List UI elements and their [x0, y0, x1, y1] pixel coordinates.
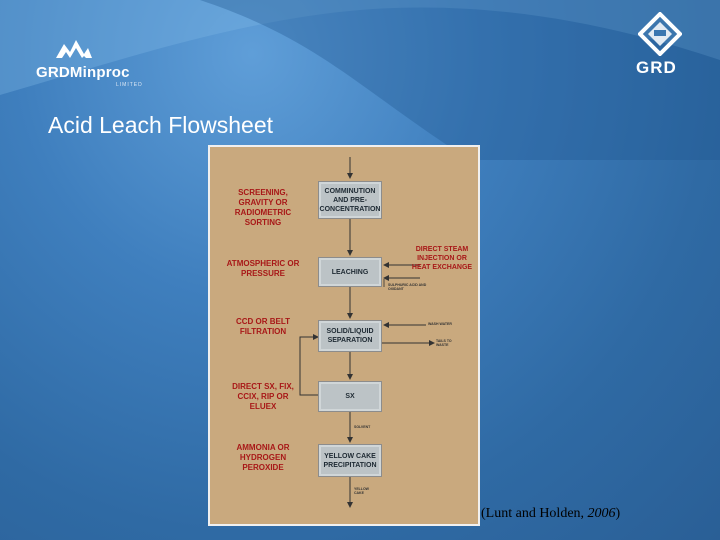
label-yellow-cake: YELLOW CAKE [354, 487, 369, 495]
process-box-precipitation: YELLOW CAKE PRECIPITATION [318, 444, 382, 477]
citation-year: 2006 [587, 506, 616, 521]
flow-arrows [299, 157, 435, 508]
process-box-leaching: LEACHING [318, 257, 382, 287]
process-box-comminution: COMMINUTION AND PRE-CONCENTRATION [318, 181, 382, 219]
citation-prefix: (Lunt and Holden, [481, 506, 588, 521]
right-logo-wordmark: GRD [636, 58, 677, 77]
left-label-direct-sx: DIRECT SX, FIX, CCIX, RIP OR ELUEX [232, 382, 294, 411]
process-box-separation: SOLID/LIQUID SEPARATION [318, 320, 382, 352]
left-label-filtration: CCD OR BELT FILTRATION [235, 317, 291, 336]
diamond-icon [638, 12, 682, 56]
label-wash-water: WASH WATER [428, 322, 452, 326]
mountain-icon [56, 40, 92, 58]
label-solvent: SOLVENT [354, 425, 371, 429]
background-swoosh [0, 0, 720, 160]
right-label-steam: DIRECT STEAM INJECTION OR HEAT EXCHANGE [411, 246, 473, 271]
flowsheet-diagram: COMMINUTION AND PRE-CONCENTRATION LEACHI… [208, 145, 480, 526]
label-acid-oxidant: SULPHURIC ACID AND OXIDANT [388, 283, 427, 291]
left-label-ammonia: AMMONIA OR HYDROGEN PEROXIDE [236, 443, 290, 472]
left-logo-wordmark: GRDMinproc [36, 64, 130, 81]
left-logo-subtext: LIMITED [116, 82, 143, 88]
left-label-screening: SCREENING, GRAVITY OR RADIOMETRIC SORTIN… [234, 188, 292, 227]
page-title: Acid Leach Flowsheet [48, 112, 274, 138]
label-tails: TAILS TO WASTE [436, 339, 452, 347]
grd-logo: GRD [632, 10, 688, 80]
left-label-atmospheric: ATMOSPHERIC OR PRESSURE [226, 259, 300, 278]
process-box-sx: SX [318, 381, 382, 412]
citation: (Lunt and Holden, 2006) [481, 506, 620, 522]
citation-suffix: ) [615, 506, 621, 521]
